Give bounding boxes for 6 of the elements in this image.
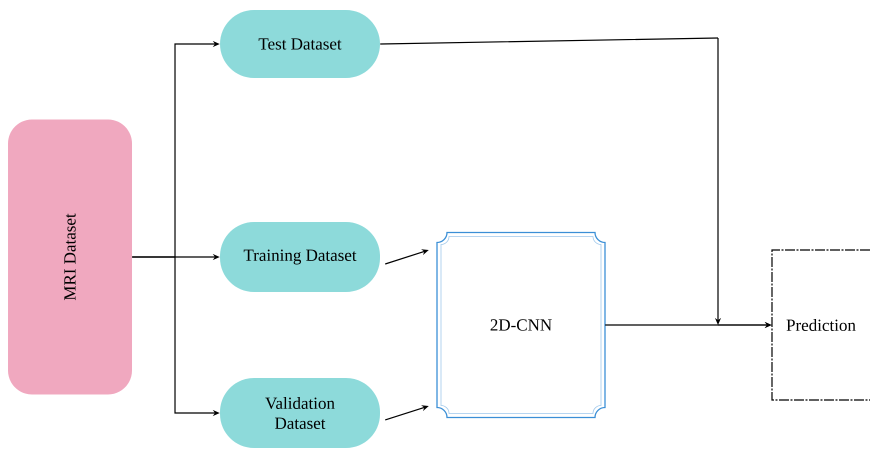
prediction-box: Prediction (771, 249, 870, 401)
dataset-pill: Training Dataset (220, 222, 380, 292)
dataset-pill: Test Dataset (220, 10, 380, 78)
dataset-pill: Validation Dataset (220, 378, 380, 448)
model-box: 2D-CNN (436, 232, 606, 418)
dataset-box: MRI Dataset (8, 120, 132, 394)
